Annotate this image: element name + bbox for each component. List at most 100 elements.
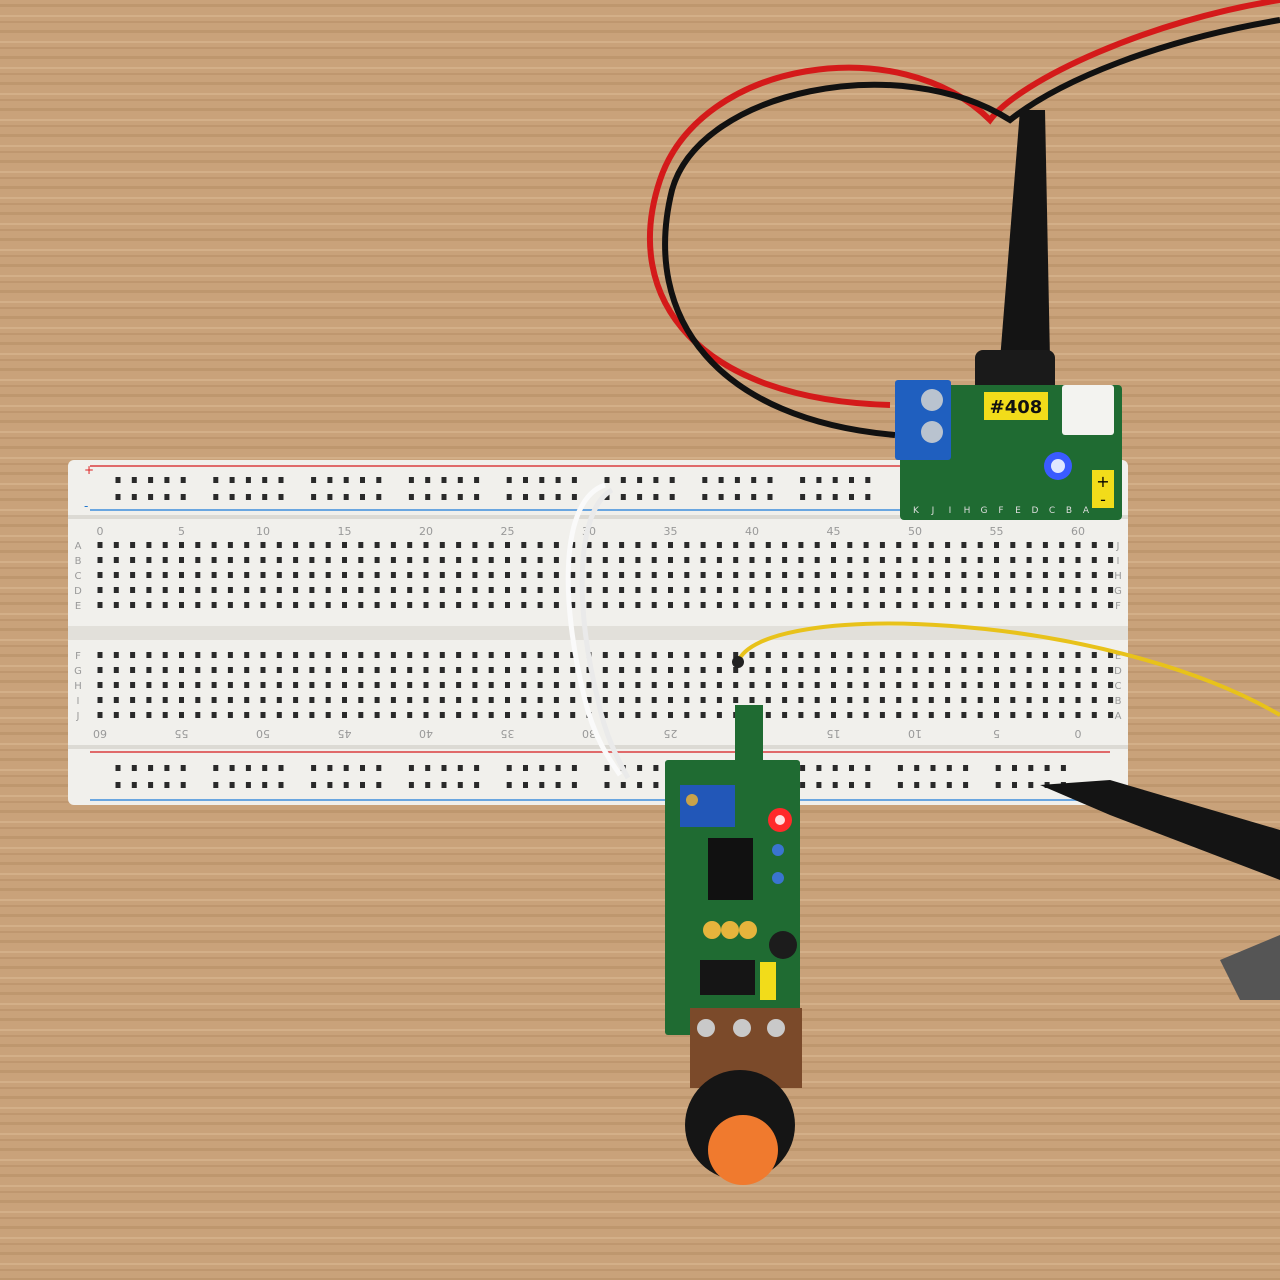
breadboard-hole[interactable]: [994, 697, 999, 703]
breadboard-hole[interactable]: [439, 712, 445, 718]
breadboard-hole[interactable]: [604, 765, 610, 771]
breadboard-hole[interactable]: [765, 587, 771, 593]
breadboard-hole[interactable]: [602, 652, 608, 658]
breadboard-hole[interactable]: [782, 667, 788, 673]
breadboard-hole[interactable]: [700, 667, 706, 673]
breadboard-hole[interactable]: [946, 765, 952, 771]
breadboard-hole[interactable]: [571, 782, 577, 788]
breadboard-hole[interactable]: [586, 542, 592, 548]
breadboard-hole[interactable]: [847, 652, 853, 658]
breadboard-hole[interactable]: [800, 782, 806, 788]
breadboard-hole[interactable]: [751, 477, 757, 483]
breadboard-hole[interactable]: [751, 494, 757, 500]
breadboard-hole[interactable]: [115, 494, 121, 500]
breadboard-hole[interactable]: [653, 765, 659, 771]
breadboard-hole[interactable]: [912, 712, 918, 718]
breadboard-hole[interactable]: [1010, 667, 1016, 673]
breadboard-hole[interactable]: [765, 557, 771, 563]
breadboard-hole[interactable]: [928, 557, 934, 563]
breadboard-hole[interactable]: [653, 782, 659, 788]
breadboard-hole[interactable]: [832, 477, 838, 483]
breadboard-hole[interactable]: [131, 477, 137, 483]
breadboard-hole[interactable]: [309, 572, 315, 578]
breadboard-hole[interactable]: [716, 667, 722, 673]
breadboard-hole[interactable]: [537, 587, 543, 593]
breadboard-hole[interactable]: [994, 712, 999, 718]
breadboard-hole[interactable]: [293, 667, 299, 673]
breadboard-hole[interactable]: [961, 712, 967, 718]
breadboard-hole[interactable]: [278, 782, 284, 788]
breadboard-hole[interactable]: [733, 557, 739, 563]
breadboard-hole[interactable]: [963, 782, 969, 788]
breadboard-hole[interactable]: [553, 712, 559, 718]
breadboard-hole[interactable]: [961, 542, 967, 548]
breadboard-hole[interactable]: [668, 542, 673, 548]
breadboard-hole[interactable]: [668, 712, 673, 718]
breadboard-hole[interactable]: [702, 494, 708, 500]
breadboard-hole[interactable]: [800, 765, 806, 771]
breadboard-hole[interactable]: [961, 697, 967, 703]
breadboard-hole[interactable]: [977, 587, 983, 593]
breadboard-hole[interactable]: [342, 697, 347, 703]
breadboard-hole[interactable]: [570, 712, 576, 718]
breadboard-hole[interactable]: [702, 477, 708, 483]
breadboard-hole[interactable]: [146, 572, 152, 578]
breadboard-hole[interactable]: [684, 542, 690, 548]
breadboard-hole[interactable]: [179, 602, 184, 608]
breadboard-hole[interactable]: [358, 682, 364, 688]
breadboard-hole[interactable]: [97, 652, 103, 658]
breadboard-hole[interactable]: [716, 587, 722, 593]
breadboard-hole[interactable]: [227, 602, 233, 608]
breadboard-hole[interactable]: [179, 542, 184, 548]
breadboard-hole[interactable]: [260, 602, 266, 608]
breadboard-hole[interactable]: [1026, 602, 1032, 608]
breadboard-hole[interactable]: [553, 667, 559, 673]
breadboard-hole[interactable]: [293, 652, 299, 658]
breadboard-hole[interactable]: [505, 682, 510, 688]
breadboard-hole[interactable]: [1010, 602, 1016, 608]
breadboard-hole[interactable]: [374, 682, 380, 688]
breadboard-hole[interactable]: [1108, 542, 1114, 548]
breadboard-hole[interactable]: [439, 697, 445, 703]
breadboard-hole[interactable]: [441, 477, 447, 483]
breadboard-hole[interactable]: [244, 667, 250, 673]
breadboard-hole[interactable]: [896, 712, 902, 718]
breadboard-hole[interactable]: [211, 712, 217, 718]
breadboard-hole[interactable]: [376, 494, 382, 500]
breadboard-hole[interactable]: [423, 667, 429, 673]
breadboard-hole[interactable]: [488, 667, 494, 673]
breadboard-hole[interactable]: [130, 602, 136, 608]
breadboard-hole[interactable]: [164, 765, 170, 771]
breadboard-hole[interactable]: [635, 602, 641, 608]
breadboard-hole[interactable]: [1010, 572, 1016, 578]
breadboard-hole[interactable]: [523, 765, 528, 771]
breadboard-hole[interactable]: [309, 542, 315, 548]
breadboard-hole[interactable]: [523, 494, 528, 500]
breadboard-hole[interactable]: [1010, 697, 1016, 703]
breadboard-hole[interactable]: [669, 494, 675, 500]
breadboard-hole[interactable]: [164, 782, 170, 788]
breadboard-hole[interactable]: [765, 712, 771, 718]
breadboard-hole[interactable]: [620, 494, 626, 500]
breadboard-hole[interactable]: [262, 782, 268, 788]
breadboard-hole[interactable]: [847, 697, 853, 703]
breadboard-hole[interactable]: [456, 602, 462, 608]
breadboard-hole[interactable]: [668, 602, 673, 608]
breadboard-hole[interactable]: [537, 697, 543, 703]
breadboard-hole[interactable]: [782, 652, 788, 658]
breadboard-hole[interactable]: [195, 557, 201, 563]
breadboard-hole[interactable]: [211, 587, 217, 593]
breadboard-hole[interactable]: [700, 557, 706, 563]
breadboard-hole[interactable]: [896, 682, 902, 688]
breadboard-hole[interactable]: [700, 602, 706, 608]
breadboard-hole[interactable]: [245, 477, 251, 483]
breadboard-hole[interactable]: [733, 697, 739, 703]
breadboard-hole[interactable]: [879, 542, 885, 548]
breadboard-hole[interactable]: [506, 494, 512, 500]
breadboard-hole[interactable]: [928, 542, 934, 548]
breadboard-hole[interactable]: [244, 682, 250, 688]
breadboard-hole[interactable]: [716, 682, 722, 688]
breadboard-hole[interactable]: [408, 494, 414, 500]
breadboard-hole[interactable]: [521, 682, 527, 688]
breadboard-hole[interactable]: [423, 712, 429, 718]
